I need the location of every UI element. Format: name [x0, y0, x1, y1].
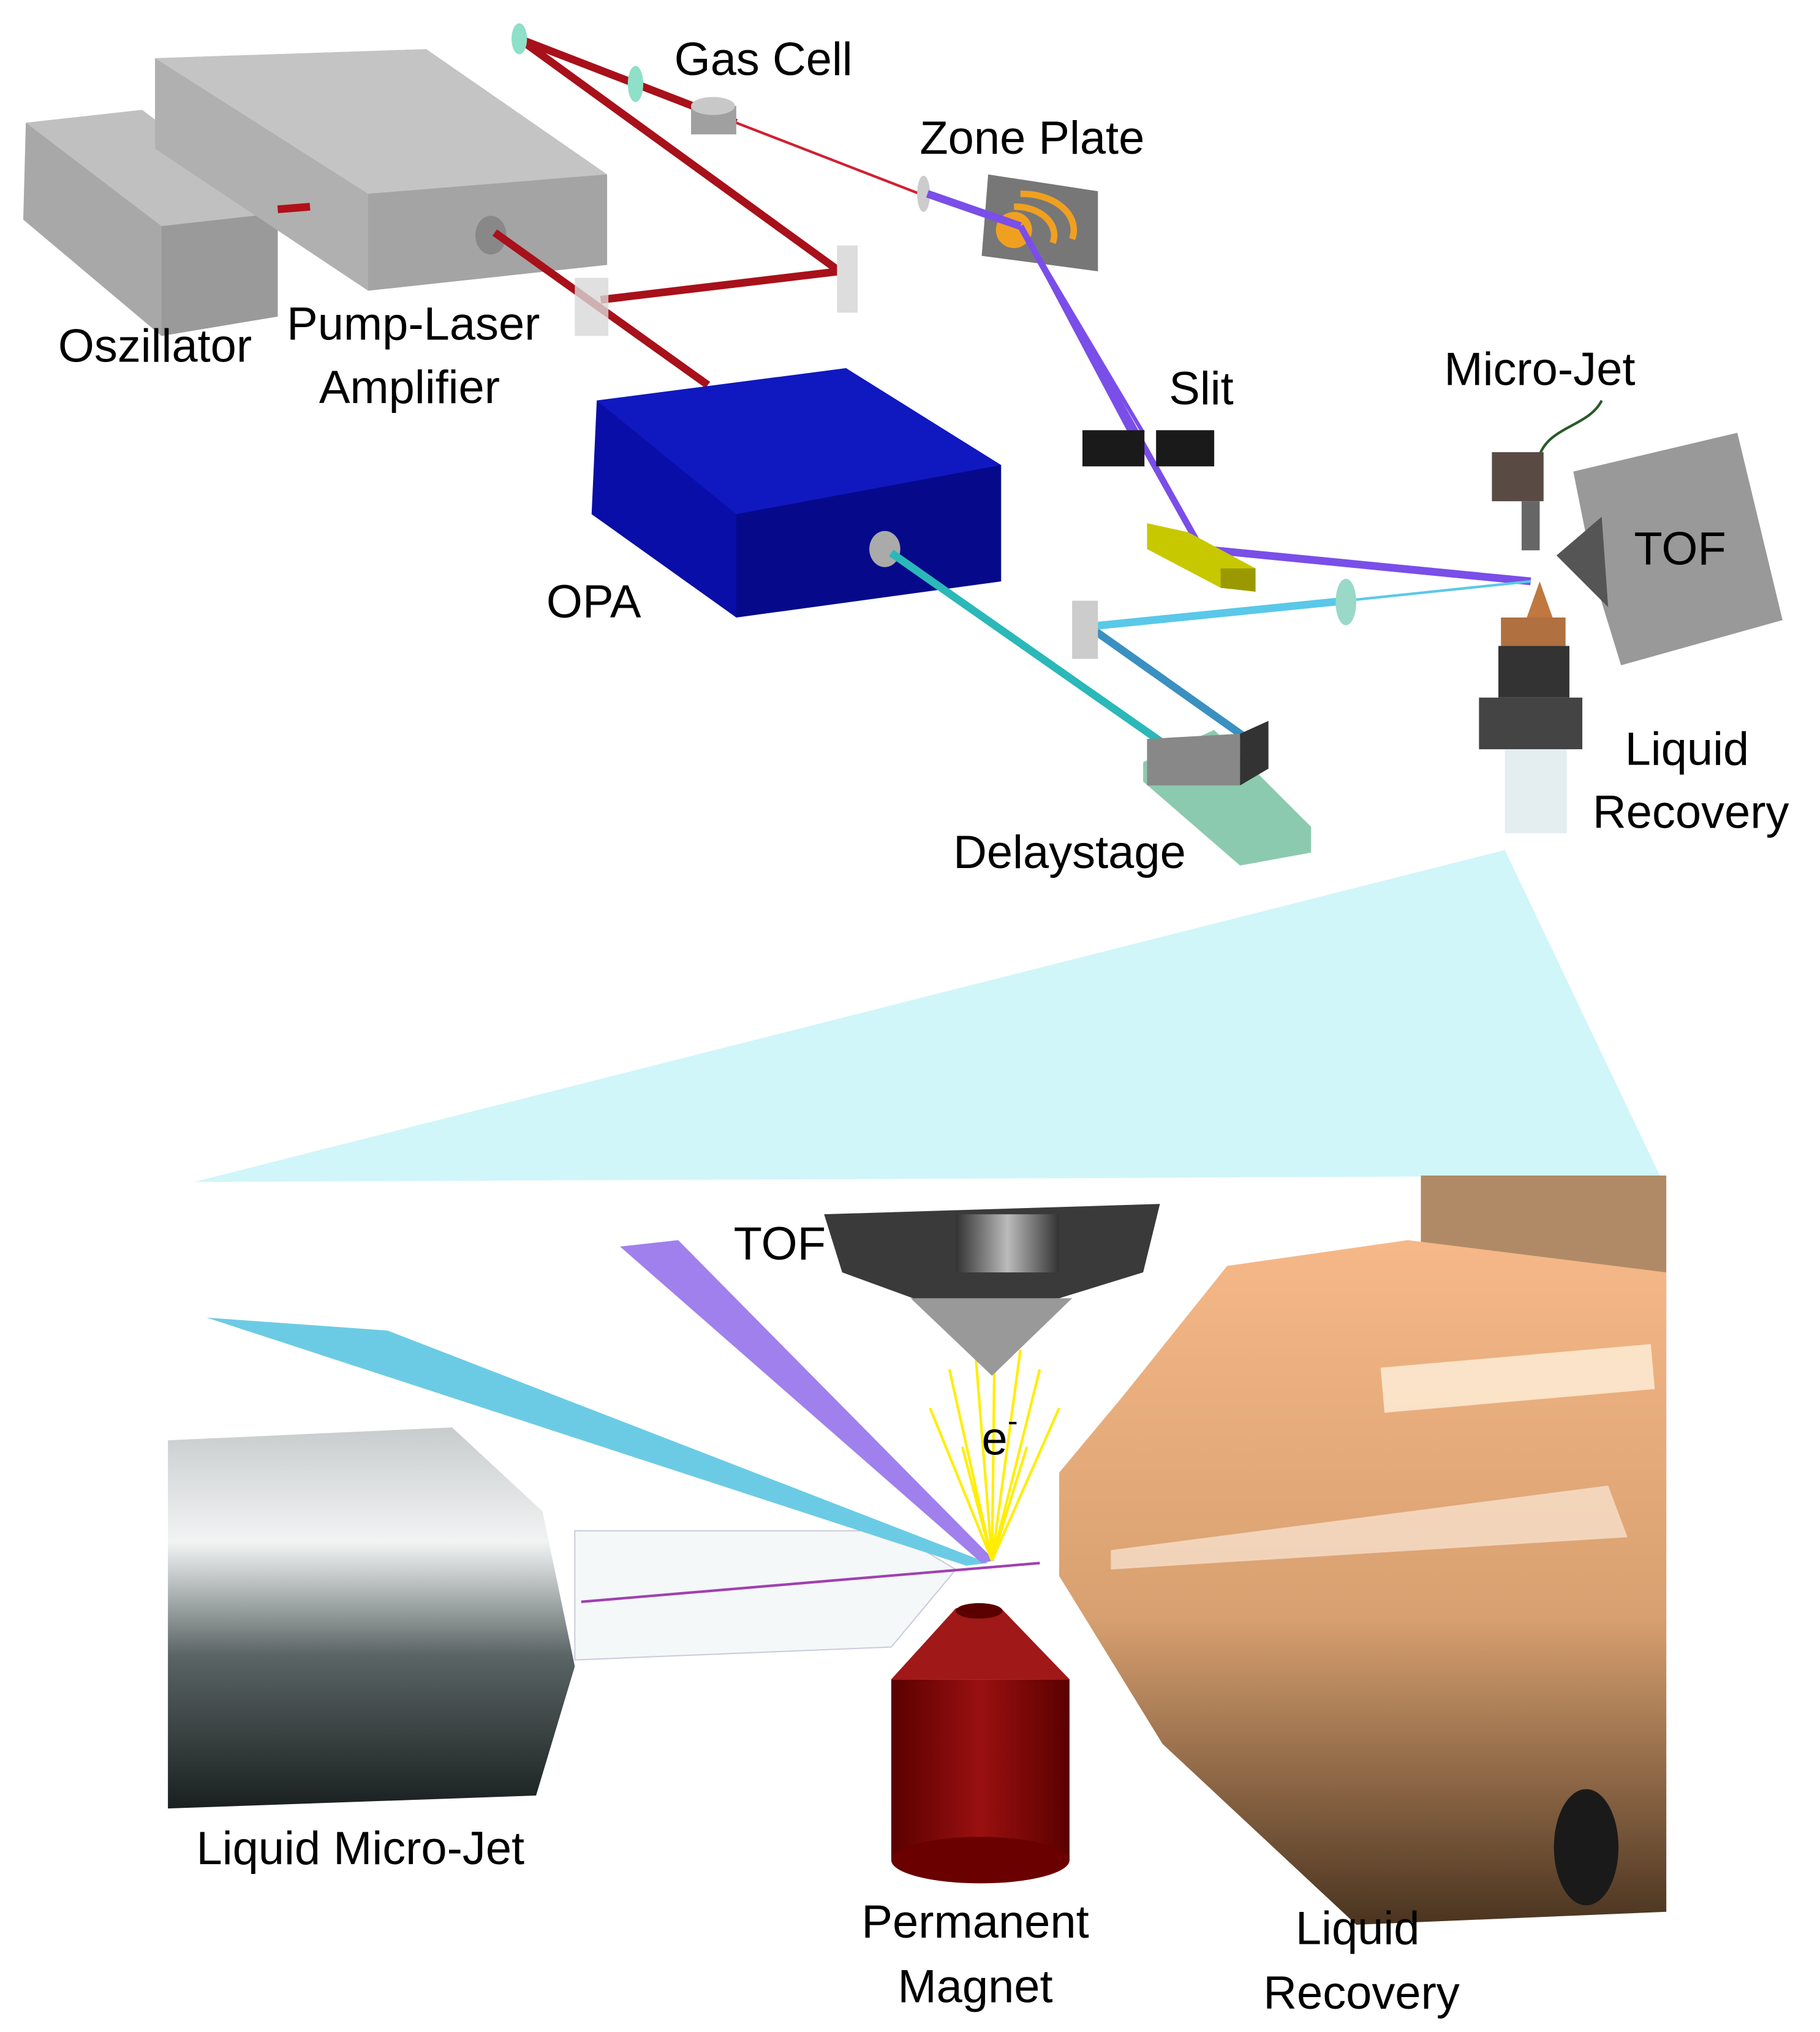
uv-beam-path [889, 550, 1531, 746]
zoom-cone [194, 850, 1660, 1182]
permanent-magnet [891, 1603, 1070, 1884]
mirror [1072, 600, 1098, 659]
label-pump-laser: Pump-Laser [287, 298, 540, 350]
micro-jet-holder [1492, 399, 1603, 551]
xuv-pulse-train [620, 1240, 995, 1563]
label-micro-jet: Micro-Jet [1444, 343, 1635, 395]
tof-closeup [824, 1204, 1160, 1376]
label-delaystage: Delaystage [953, 826, 1186, 878]
uv-pulse-train [206, 1317, 989, 1566]
label-tof-top: TOF [1634, 523, 1726, 575]
label-zone-plate: Zone Plate [919, 112, 1144, 164]
slit [1082, 430, 1215, 467]
label-gas-cell: Gas Cell [674, 33, 853, 85]
label-tof-bottom: TOF [734, 1218, 826, 1270]
label-amplifier: Amplifier [319, 361, 500, 414]
lens [1335, 578, 1357, 625]
pump-beam [277, 203, 311, 213]
zone-plate [981, 174, 1098, 271]
tof-detector [1556, 432, 1783, 666]
delay-stage [1143, 720, 1312, 866]
label-recovery-top: Recovery [1593, 787, 1789, 839]
label-oszillator: Oszillator [58, 320, 252, 372]
mirror [512, 23, 931, 336]
gas-cell [691, 97, 736, 135]
liquid-micro-jet-closeup [168, 1427, 1040, 1809]
liquid-recovery-assembly [1479, 581, 1583, 834]
lens [917, 175, 931, 212]
label-liquid-top: Liquid [1625, 723, 1750, 775]
toroidal-mirror [1147, 523, 1256, 592]
electron-fan [929, 1343, 1060, 1562]
label-permanent: Permanent [861, 1896, 1089, 1948]
liquid-recovery-closeup [1059, 1175, 1667, 1925]
label-recovery-bottom: Recovery [1263, 1967, 1460, 2019]
label-magnet: Magnet [897, 1960, 1052, 2012]
opa-box [591, 368, 1002, 618]
xuv-beam-path [926, 190, 1531, 586]
label-liquid-micro-jet: Liquid Micro-Jet [197, 1822, 525, 1875]
label-slit: Slit [1169, 363, 1233, 415]
pump-laser-amplifier-box [155, 49, 608, 291]
lens [627, 66, 644, 102]
label-liquid-bottom: Liquid [1296, 1903, 1420, 1955]
label-opa: OPA [546, 576, 641, 628]
label-electron: e- [982, 1403, 1018, 1465]
